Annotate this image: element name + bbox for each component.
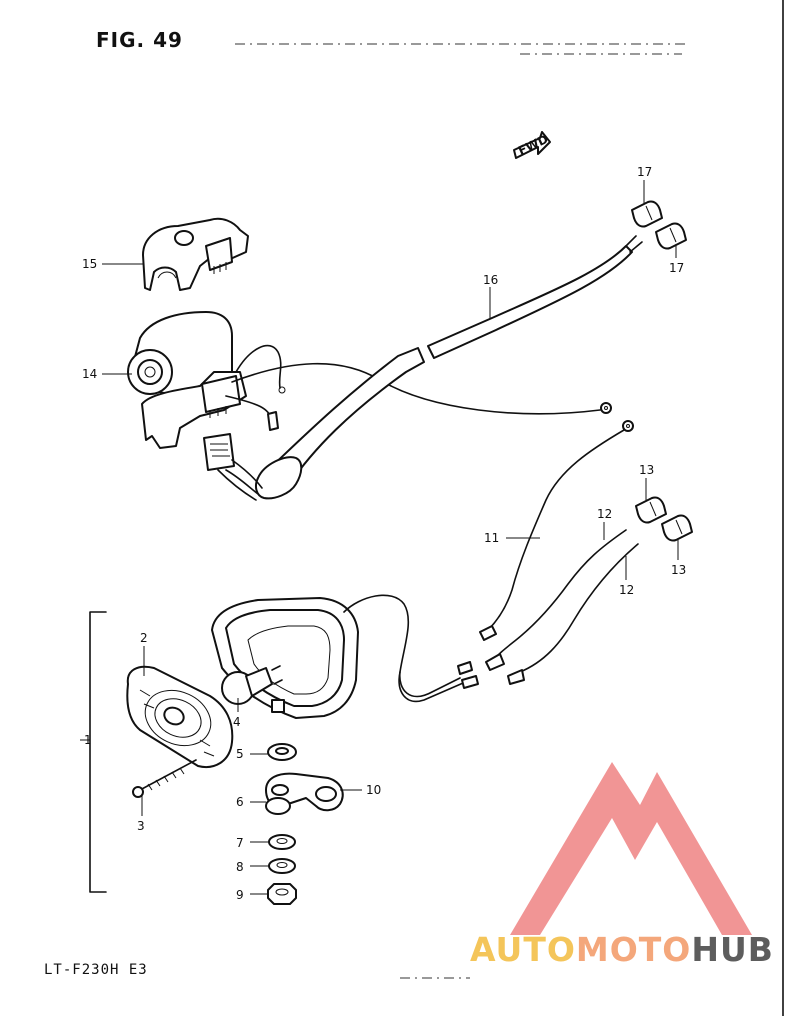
nut-9 [267,883,297,905]
part-label-12a: 12 [597,507,612,521]
part-label-14: 14 [82,367,97,381]
part-label-1: 1 [84,733,92,747]
part-label-10: 10 [366,783,381,797]
connector-17a [631,200,663,228]
forward-arrow: FWD [513,131,551,159]
taillight-bulb [221,665,283,705]
logo-triangle [510,762,752,935]
connector-13b [661,514,693,542]
taillight-lens [126,665,234,768]
wiring-harness [203,235,643,501]
part-label-3: 3 [137,819,145,833]
part-label-5: 5 [236,747,244,761]
watermark-moto: MOTO [575,930,692,969]
part-label-12b: 12 [619,583,634,597]
connector-17b [655,222,687,250]
part-label-6: 6 [236,795,244,809]
washer-8 [268,858,296,874]
lens-screw [132,759,197,798]
part-label-13a: 13 [639,463,654,477]
main-switch [127,311,247,449]
lighting-switch-housing [142,217,249,291]
part-label-2: 2 [140,631,148,645]
wire-12 [485,529,639,685]
connector-13a [635,496,667,524]
part-label-7: 7 [236,836,244,850]
part-label-11: 11 [484,531,499,545]
figure-title: FIG. 49 [96,28,183,52]
lead-wire [479,420,634,641]
part-label-4: 4 [233,715,241,729]
part-label-16: 16 [483,273,498,287]
washer-7 [268,834,296,850]
taillight-housing [211,594,479,719]
part-labels: 1 2 3 4 5 6 7 8 9 10 11 12 12 13 13 14 1… [82,165,686,902]
collar-6 [265,797,291,815]
assembly-bracket [89,611,107,893]
part-label-13b: 13 [671,563,686,577]
part-label-17b: 17 [669,261,684,275]
watermark-logo [510,762,752,935]
washer-5 [267,743,297,761]
part-label-9: 9 [236,888,244,902]
part-label-17a: 17 [637,165,652,179]
part-label-8: 8 [236,860,244,874]
fwd-label: FWD [516,132,550,158]
watermark-auto: AUTO [470,930,576,969]
leader-lines [80,180,679,895]
part-label-15: 15 [82,257,97,271]
watermark-hub: HUB [691,930,774,969]
model-code: LT-F230H E3 [44,962,148,978]
watermark-text: AUTOMOTOHUB [470,930,774,969]
